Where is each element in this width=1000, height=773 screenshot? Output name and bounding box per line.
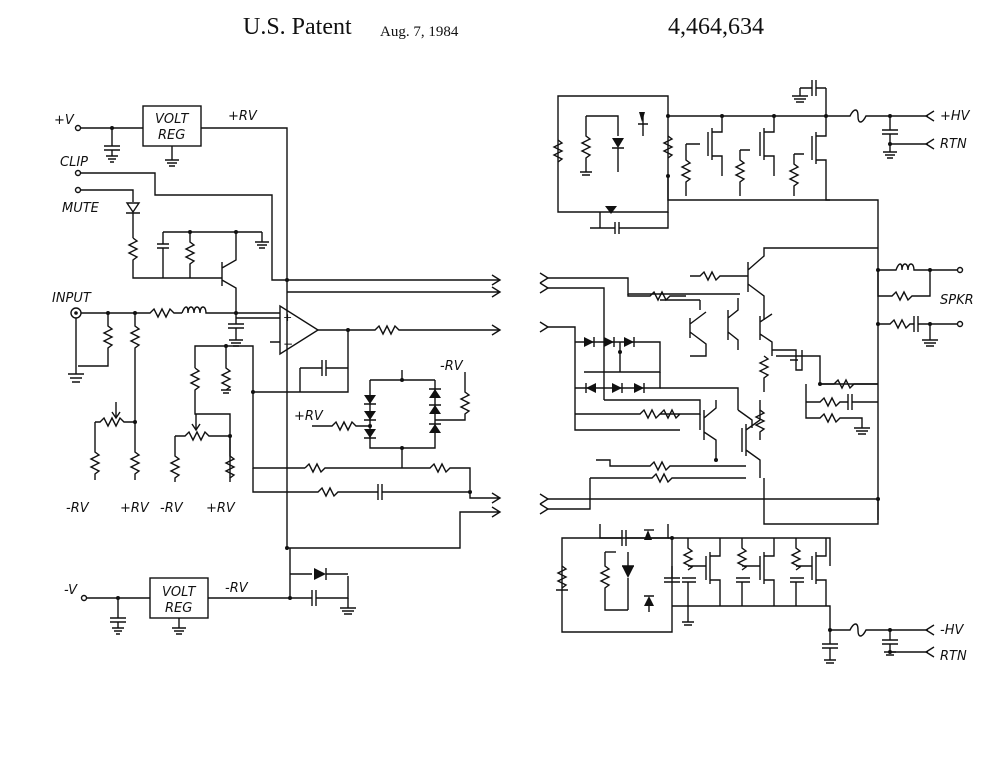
label-pos-rv-mid: +RV xyxy=(294,409,324,424)
control-inputs xyxy=(74,169,502,300)
diode-bridge xyxy=(252,370,502,550)
driver-stage xyxy=(539,247,880,525)
lower-output-stage xyxy=(556,524,935,664)
reg-top-line2: REG xyxy=(158,128,185,143)
label-plus-rv-top: +RV xyxy=(228,109,258,124)
op-amp xyxy=(279,304,320,356)
patent-number: 4,464,634 xyxy=(668,14,764,40)
label-rtn: RTN xyxy=(940,137,967,152)
label-plus-v: +V xyxy=(54,113,75,128)
label-input: INPUT xyxy=(52,291,92,306)
speaker-output xyxy=(876,263,964,347)
upper-output-stage xyxy=(552,80,935,520)
label-neg-rv-1: -RV xyxy=(66,501,90,516)
label-pos-hv: +HV xyxy=(940,109,971,124)
label-neg-hv: -HV xyxy=(940,623,964,638)
svg-text:−: − xyxy=(283,337,293,351)
lower-supply-section xyxy=(80,548,356,635)
reg-bottom-line1: VOLT xyxy=(162,585,196,600)
label-clip: CLIP xyxy=(60,155,88,170)
label-neg-rv-mid: -RV xyxy=(440,359,464,374)
label-mute: MUTE xyxy=(62,201,100,216)
reg-top-line1: VOLT xyxy=(155,112,189,127)
label-pos-rv-1: +RV xyxy=(120,501,150,516)
label-pos-rv-2: +RV xyxy=(206,501,236,516)
reg-bottom-line2: REG xyxy=(165,601,192,616)
svg-text:+: + xyxy=(283,311,292,324)
upper-supply-section xyxy=(74,105,288,548)
label-spkr: SPKR xyxy=(940,293,974,308)
input-network xyxy=(68,300,280,480)
patent-label: U.S. Patent xyxy=(243,14,352,40)
label-rtn-bottom: RTN xyxy=(940,649,967,664)
op-amp-section: + − xyxy=(169,304,502,482)
label-neg-rv-2: -RV xyxy=(160,501,184,516)
patent-date: Aug. 7, 1984 xyxy=(380,24,459,40)
label-neg-rv-bottom: -RV xyxy=(225,581,249,596)
label-neg-v: -V xyxy=(64,583,78,598)
